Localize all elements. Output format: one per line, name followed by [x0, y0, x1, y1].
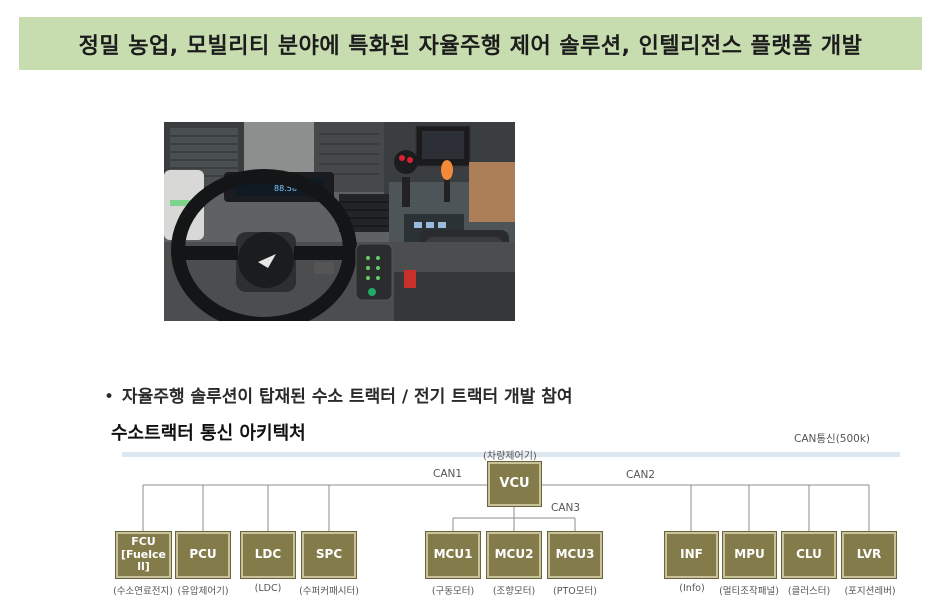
mcu2-desc: (조향모터)	[492, 586, 536, 597]
bullet-text: 자율주행 솔루션이 탑재된 수소 트랙터 / 전기 트랙터 개발 참여	[122, 387, 573, 407]
vcu-node: VCU	[487, 461, 542, 507]
can1-label: CAN1	[433, 468, 463, 480]
mpu-node: MPU	[722, 531, 777, 579]
lvr-node: LVR	[841, 531, 897, 579]
inf-node: INF	[664, 531, 719, 579]
lvr-desc: (포지션레버)	[844, 586, 896, 597]
bullet-item: • 자율주행 솔루션이 탑재된 수소 트랙터 / 전기 트랙터 개발 참여	[104, 382, 573, 407]
vcu-desc: (차량제어기)	[483, 451, 537, 462]
can-speed-label: CAN통신(500k)	[794, 433, 871, 445]
clu-node: CLU	[781, 531, 837, 579]
mcu3-desc: (PTO모터)	[553, 586, 597, 597]
pcu-node: PCU	[175, 531, 231, 579]
mcu1-desc: (구동모터)	[431, 586, 475, 597]
ldc-desc: (LDC)	[254, 583, 282, 594]
mcu3-node: MCU3	[547, 531, 603, 579]
architecture-title: 수소트랙터 통신 아키텍처	[111, 423, 306, 444]
bullet-marker: •	[104, 387, 115, 407]
cluster-readout: 88.58	[274, 184, 297, 193]
clu-desc: (클러스터)	[787, 586, 831, 597]
page-title: 정밀 농업, 모빌리티 분야에 특화된 자율주행 제어 솔루션, 인텔리전스 플…	[78, 33, 863, 59]
fcu-node: FCU [Fuelce ll]	[115, 531, 172, 579]
tractor-cockpit-photo: 88.58	[164, 122, 515, 321]
cockpit-illustration: 88.58	[164, 122, 515, 321]
pcu-desc: (유압제어기)	[177, 586, 229, 597]
ldc-node: LDC	[240, 531, 296, 579]
mpu-desc: (멀티조작패널)	[719, 586, 779, 597]
mcu1-node: MCU1	[425, 531, 481, 579]
can2-label: CAN2	[626, 469, 656, 481]
inf-desc: (Info)	[679, 583, 705, 594]
page-title-banner: 정밀 농업, 모빌리티 분야에 특화된 자율주행 제어 솔루션, 인텔리전스 플…	[19, 17, 922, 70]
spc-desc: (수퍼커패시터)	[299, 586, 359, 597]
spc-node: SPC	[301, 531, 357, 579]
fcu-desc: (수소연료전지)	[113, 586, 173, 597]
can3-label: CAN3	[551, 502, 581, 514]
mcu2-node: MCU2	[486, 531, 542, 579]
